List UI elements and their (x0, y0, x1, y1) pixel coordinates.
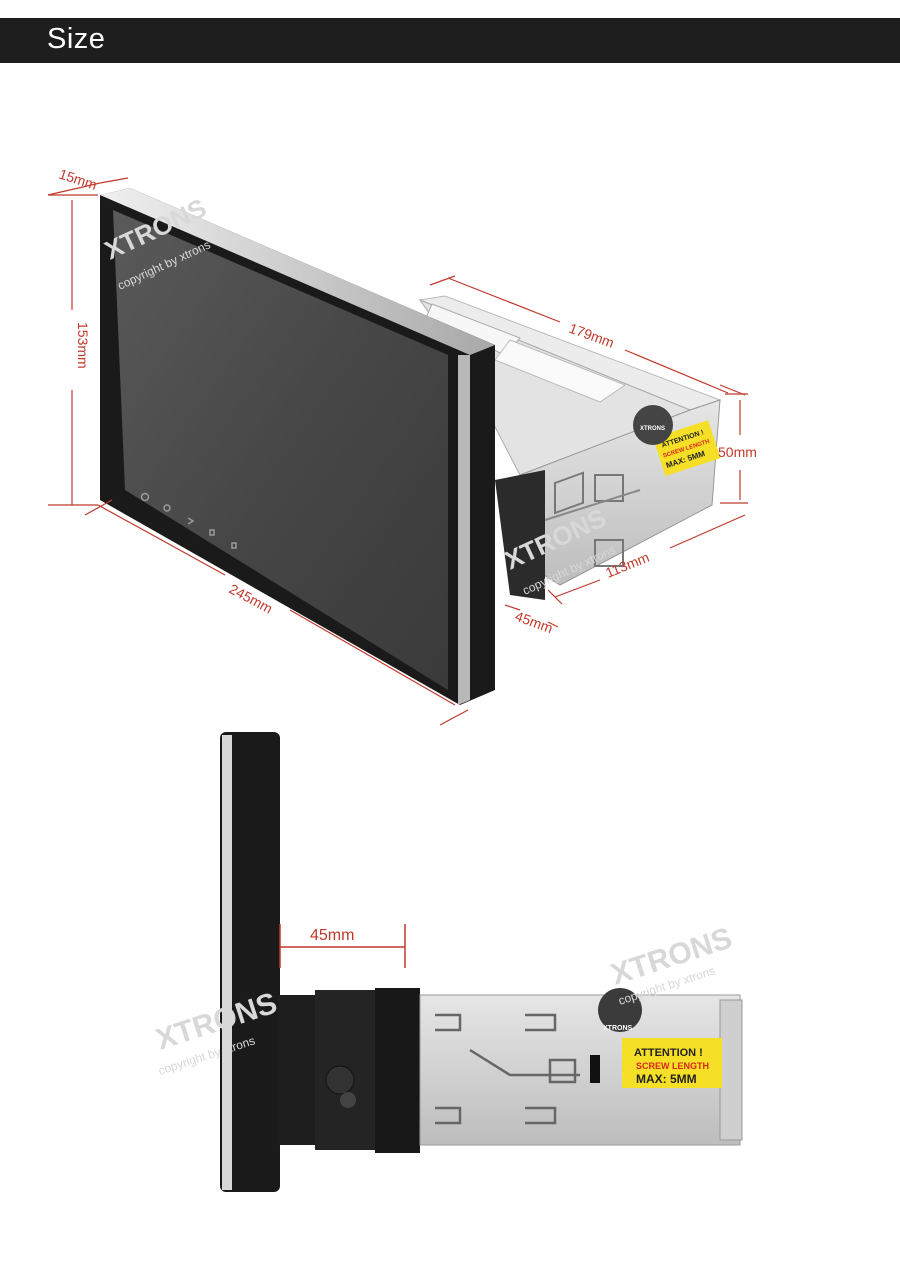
screen-bezel-side-edge (458, 355, 470, 705)
front-buttons (140, 492, 237, 549)
side-badge-text: XTRONS (603, 1025, 633, 1032)
volume-up-icon (231, 542, 237, 549)
side-view: XTRONS ATTENTION ! SCREW LENGTH MAX: 5MM (220, 732, 743, 1192)
dim-45mm-bracket: 45mm (513, 608, 555, 636)
side-screen-bezel (222, 735, 232, 1190)
knob-icon (325, 1065, 355, 1095)
chassis-slot (554, 471, 584, 515)
dim-15mm: 15mm (57, 166, 99, 193)
side-attention-label: ATTENTION ! SCREW LENGTH MAX: 5MM (622, 1038, 722, 1088)
power-icon (140, 492, 150, 502)
home-icon (163, 504, 171, 512)
volume-down-icon (209, 529, 215, 536)
dim-15mm-line (47, 182, 101, 196)
page-title: Size (47, 23, 106, 55)
side-chassis-clip (590, 1055, 600, 1083)
dim-153mm: 153mm (75, 322, 91, 369)
chassis-slot (594, 539, 624, 567)
chassis-3d: ATTENTION ! SCREW LENGTH MAX: 5MM XTRONS (100, 188, 722, 705)
side-screen-body (220, 732, 280, 1192)
badge-text: XTRONS (640, 426, 665, 432)
side-chassis-end (719, 999, 743, 1141)
side-xtrons-badge (598, 988, 642, 1032)
dim-50mm: 50mm (718, 444, 757, 460)
side-screw-length-text: SCREW LENGTH (636, 1061, 709, 1071)
side-max-text: MAX: 5MM (636, 1072, 697, 1086)
side-dimension-lines (279, 924, 406, 968)
chassis-slot (594, 474, 624, 502)
chassis-rail (544, 489, 641, 521)
screw-icon (340, 1092, 356, 1108)
dimension-lines (47, 177, 748, 726)
screen-display (113, 210, 448, 690)
side-chassis-slots (435, 1013, 580, 1125)
back-icon (187, 517, 195, 525)
screen-bezel-top-edge (100, 188, 495, 355)
side-attention-text: ATTENTION ! (634, 1047, 703, 1059)
dim-side-45mm: 45mm (310, 927, 354, 944)
header-bar: Size (0, 18, 900, 63)
mount-bracket (495, 470, 545, 600)
side-mount-plate (375, 988, 420, 1153)
xtrons-badge: XTRONS (633, 405, 673, 445)
chassis-barcode-label (494, 339, 627, 403)
side-mount-arm (278, 995, 320, 1145)
